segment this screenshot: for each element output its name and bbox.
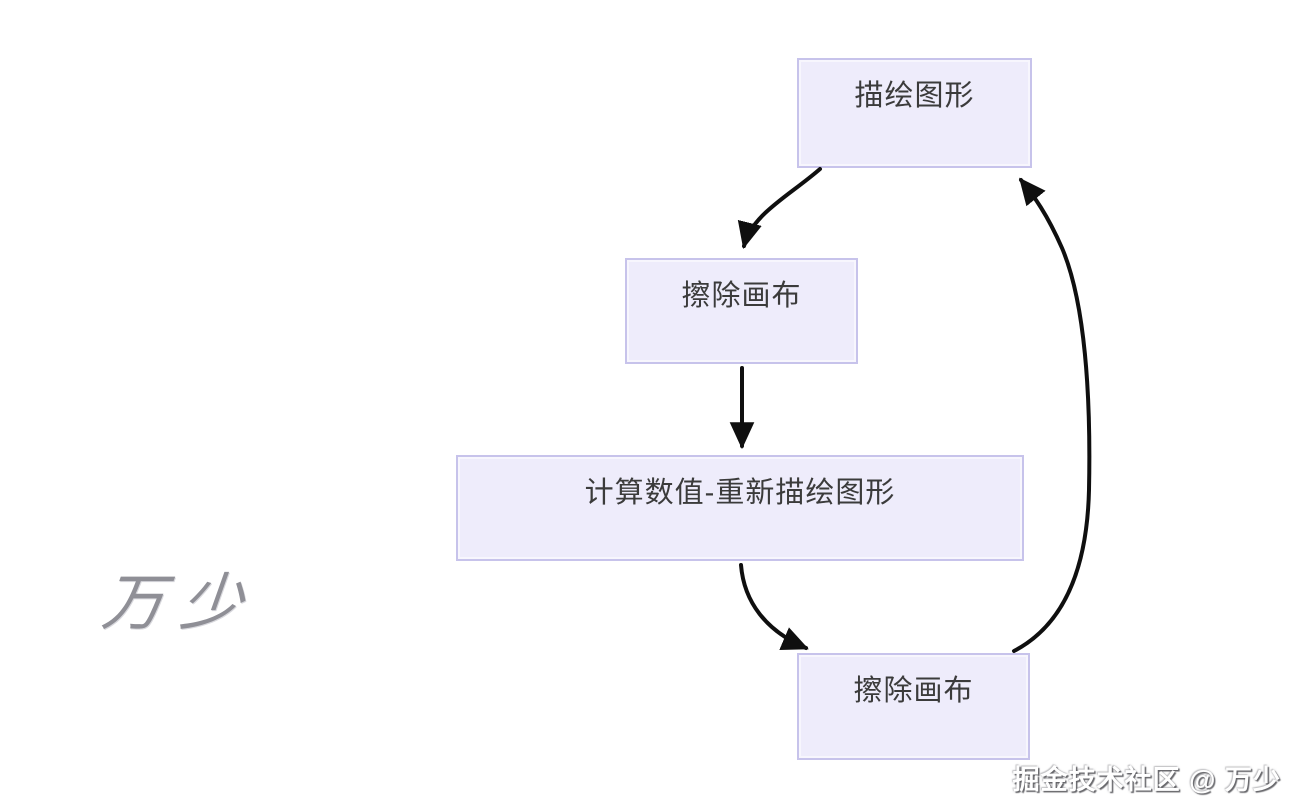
node-erase-canvas-bottom: 擦除画布 xyxy=(797,653,1030,760)
edge-draw-to-erase-icon xyxy=(737,167,822,249)
node-draw-graphics: 描绘图形 xyxy=(797,58,1032,168)
edge-compute-to-erase-icon xyxy=(739,563,809,651)
node-label: 擦除画布 xyxy=(853,675,974,707)
node-label: 计算数值-重新描绘图形 xyxy=(584,477,896,509)
artist-signature-watermark: 万少 xyxy=(98,566,263,639)
community-footer-watermark: 掘金技术社区 @ 万少 xyxy=(1012,765,1281,795)
node-label: 描绘图形 xyxy=(854,80,975,112)
edge-erase-to-draw-return-icon xyxy=(1012,177,1092,653)
node-compute-and-redraw: 计算数值-重新描绘图形 xyxy=(456,455,1024,561)
node-erase-canvas-top: 擦除画布 xyxy=(625,258,858,364)
node-label: 擦除画布 xyxy=(681,280,802,312)
